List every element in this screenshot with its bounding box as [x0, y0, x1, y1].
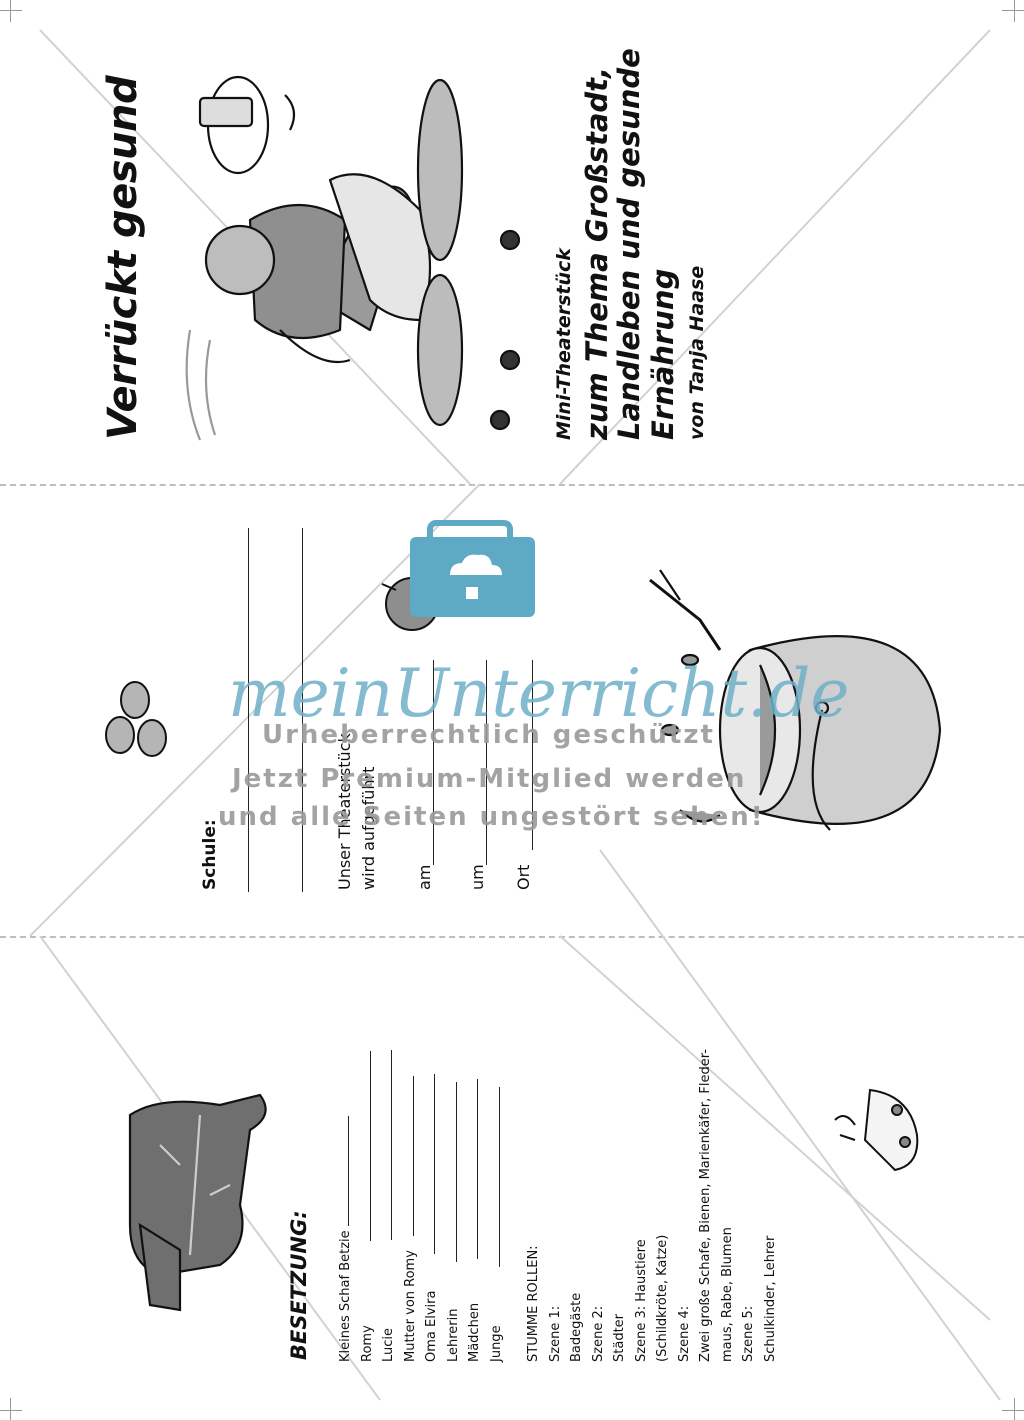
date-fill-line	[433, 660, 434, 865]
watermark-brand: meinUnterricht.de	[228, 655, 850, 732]
cast-role-row: Junge	[485, 1049, 508, 1362]
watermark-line-1: Urheberrechtlich geschützt	[262, 720, 715, 750]
silent-line: Zwei große Schafe, Bienen, Marienkäfer, …	[698, 1049, 713, 1362]
fold-line-bottom	[0, 936, 1024, 938]
school-fill-line-1	[248, 528, 249, 892]
cast-role: Lehrerin	[445, 1308, 461, 1362]
silent-line: Städter	[612, 1313, 627, 1362]
cover-author: von Tanja Haase	[686, 265, 708, 440]
school-label: Schule:	[200, 819, 220, 890]
cast-role-row: Romy	[356, 1049, 379, 1362]
silent-line: Szene 3: Haustiere	[633, 1239, 649, 1362]
cast-role-row: Kleines Schaf Betzie	[335, 1049, 357, 1362]
silent-roles-heading: STUMME ROLLEN:	[526, 1245, 541, 1362]
time-fill-line	[486, 660, 487, 865]
jacket-illustration	[128, 1093, 267, 1312]
cast-role-row: Mutter von Romy	[399, 1049, 422, 1362]
silent-line: Szene 5:	[741, 1305, 756, 1362]
place-label: Ort	[514, 864, 533, 890]
cast-role-row: Mädchen	[464, 1049, 486, 1362]
briefcase-cloud-icon	[410, 520, 535, 617]
date-label: am	[415, 864, 434, 890]
watermark-line-3: und alle Seiten ungestört sehen!	[218, 802, 765, 832]
eggs-illustration	[105, 681, 167, 757]
silent-line: Szene 1:	[547, 1305, 563, 1362]
cover-subtitle-line3: Ernährung	[646, 268, 680, 440]
cover-title: Verrückt gesund	[100, 75, 146, 440]
cast-role: Romy	[359, 1325, 375, 1362]
time-label: um	[468, 864, 487, 890]
silent-line: Badegäste	[569, 1292, 584, 1362]
cover-subtitle-line2: Landleben und gesunde	[612, 48, 646, 440]
cheese-illustration	[834, 1088, 919, 1172]
cast-role: Lucie	[381, 1327, 396, 1362]
cast-role-row: Lucie	[378, 1049, 400, 1362]
silent-line: Szene 2:	[590, 1305, 606, 1362]
watermark-line-2: Jetzt Premium-Mitglied werden	[232, 764, 747, 794]
skateboard-character-illustration	[185, 75, 521, 441]
cast-role-row: Oma Elvira	[421, 1049, 443, 1362]
cast-role: Mädchen	[467, 1302, 482, 1362]
cast-role: Kleines Schaf Betzie	[338, 1230, 353, 1362]
cover-kicker: Mini-Theaterstück	[553, 248, 575, 440]
silent-line: Schulkinder, Lehrer	[762, 1235, 778, 1362]
cast-role: Junge	[488, 1325, 504, 1362]
cast-role: Mutter von Romy	[402, 1250, 418, 1362]
soup-pot-illustration	[649, 569, 942, 831]
cast-heading: BESETZUNG:	[287, 1210, 311, 1360]
cover-subtitle-line1: zum Thema Großstadt,	[580, 66, 614, 440]
silent-line: Szene 4:	[676, 1305, 692, 1362]
cast-role: Oma Elvira	[424, 1290, 439, 1362]
silent-line: (Schildkröte, Katze)	[655, 1234, 670, 1362]
fold-line-top	[0, 484, 1024, 486]
school-fill-line-2	[302, 528, 303, 892]
place-fill-line	[532, 660, 533, 850]
cast-list: Kleines Schaf Betzie Romy Lucie Mutter v…	[335, 1049, 781, 1362]
cast-role-row: Lehrerin	[442, 1049, 465, 1362]
silent-line: maus, Rabe, Blumen	[719, 1227, 735, 1362]
